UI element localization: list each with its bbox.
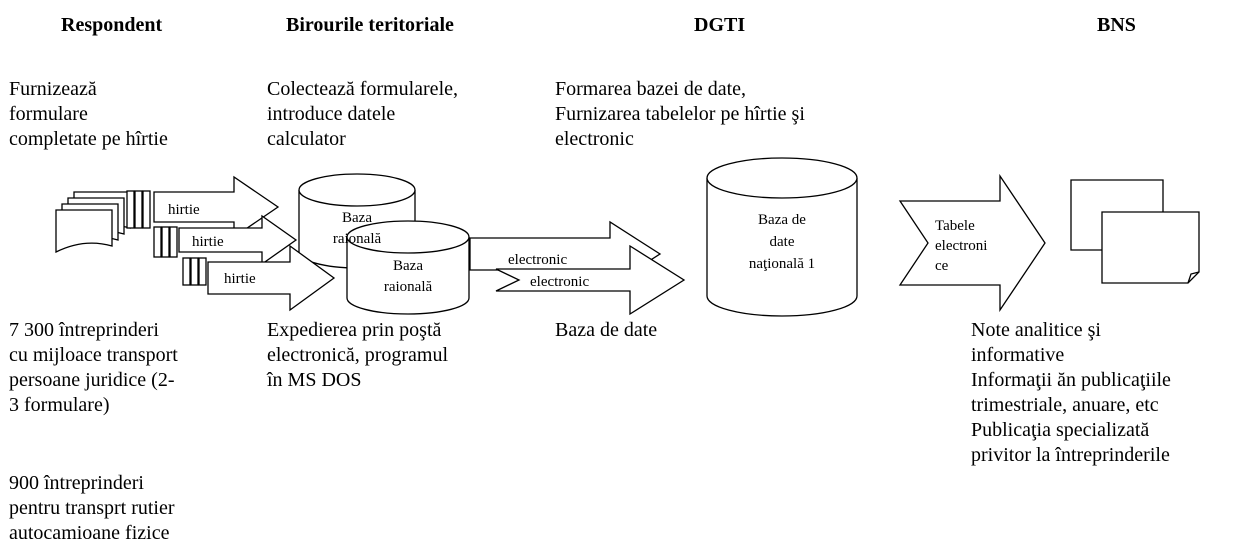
header-respondent: Respondent	[61, 14, 163, 36]
hirtie-label-3: hirtie	[224, 271, 256, 287]
bns-outputs-note: Note analitice şi informative Informaţii…	[971, 319, 1171, 466]
respondent-description: Furnizează formulare completate pe hîrti…	[9, 78, 168, 150]
cylinder-baza-raionala-front	[346, 220, 470, 315]
documents-icon	[1070, 179, 1200, 284]
respondent-enterprises-note: 7 300 întreprinderi cu mijloace transpor…	[9, 319, 178, 416]
birouri-description: Colectează formularele, introduce datele…	[267, 78, 458, 150]
hirtie-arrow-3	[207, 244, 336, 312]
electronic-label-2: electronic	[530, 274, 589, 290]
hirtie-label-2: hirtie	[192, 234, 224, 250]
hirtie-label-1: hirtie	[168, 202, 200, 218]
tabele-electronice-arrow	[898, 173, 1046, 313]
header-bns: BNS	[1097, 14, 1136, 36]
header-dgti: DGTI	[694, 14, 746, 36]
paper-forms-stack-icon	[55, 191, 131, 254]
header-birouri-teritoriale: Birourile teritoriale	[286, 14, 454, 36]
cylinder-baza-nationala	[706, 157, 858, 317]
respondent-transport-note: 900 întreprinderi pentru transprt rutier…	[9, 472, 175, 544]
hirtie-arrow-1	[153, 175, 280, 239]
electronic-arrow-2	[495, 244, 686, 316]
dgti-baza-de-date-note: Baza de date	[555, 319, 658, 341]
hirtie-arrow-2	[178, 214, 298, 266]
electronic-label-1: electronic	[508, 252, 567, 268]
dgti-description: Formarea bazei de date, Furnizarea tabel…	[555, 78, 805, 150]
birouri-expediere-note: Expedierea prin poştă electronică, progr…	[267, 319, 449, 391]
